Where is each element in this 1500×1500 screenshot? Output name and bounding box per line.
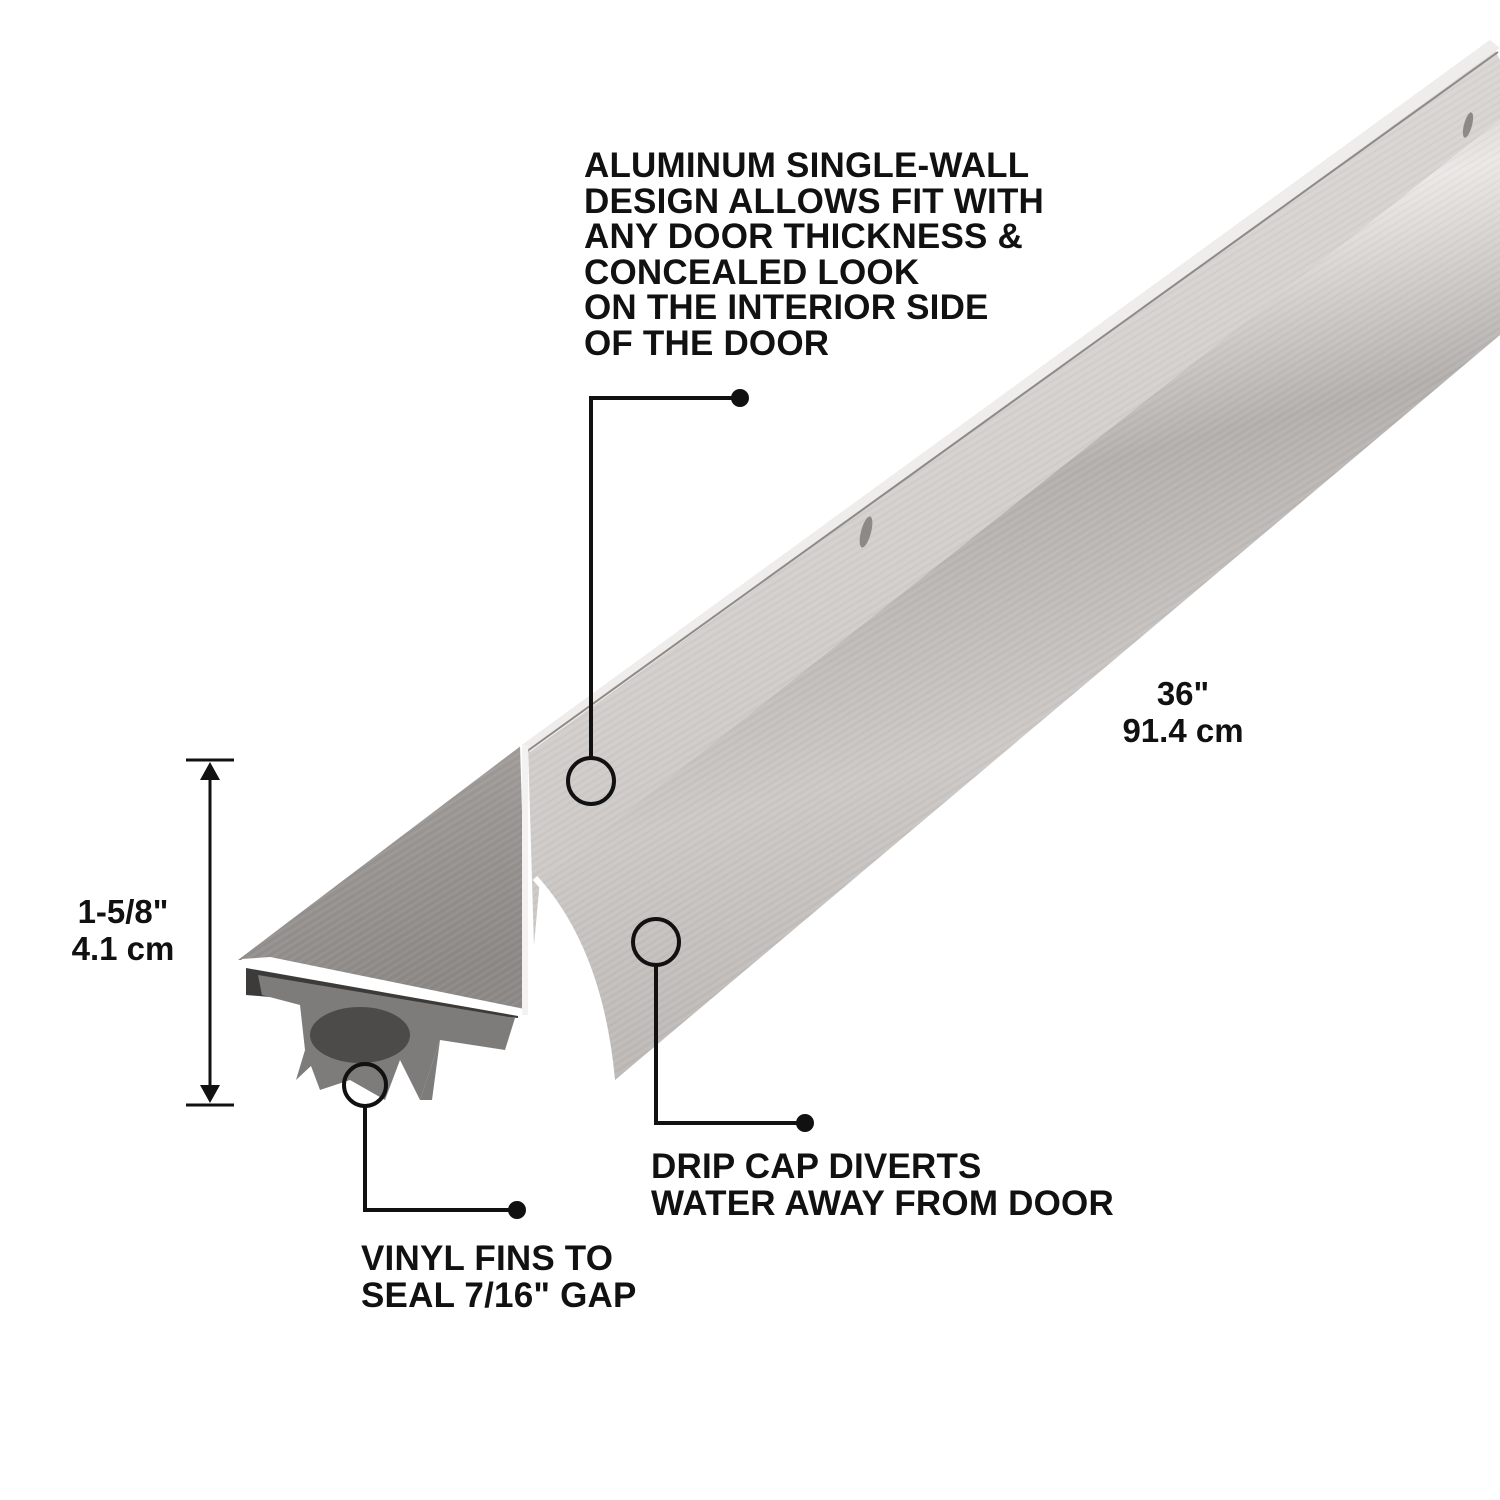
callout-text-vinyl-fins: VINYL FINS TO SEAL 7/16" GAP (361, 1239, 637, 1315)
callout-text-aluminum-wall: ALUMINUM SINGLE-WALL DESIGN ALLOWS FIT W… (584, 146, 1044, 363)
callout-leader-vinyl (342, 1062, 517, 1212)
height-dimension-marker (186, 758, 234, 1107)
profile-channel (232, 745, 536, 1030)
callout-text-drip-cap: DRIP CAP DIVERTS WATER AWAY FROM DOOR (651, 1147, 1114, 1223)
callout-dot-drip (796, 1114, 814, 1132)
vinyl-bulb (310, 1007, 410, 1063)
callout-dot-vinyl (508, 1201, 526, 1219)
callout-leader-top (566, 396, 740, 806)
callout-dot-top (731, 389, 749, 407)
callout-leader-drip (631, 917, 805, 1125)
mounting-slot (859, 516, 873, 548)
mounting-slot (1462, 112, 1474, 138)
length-dimension-label: 36" 91.4 cm (1122, 675, 1244, 749)
height-dimension-label: 1-5/8" 4.1 cm (71, 893, 175, 967)
